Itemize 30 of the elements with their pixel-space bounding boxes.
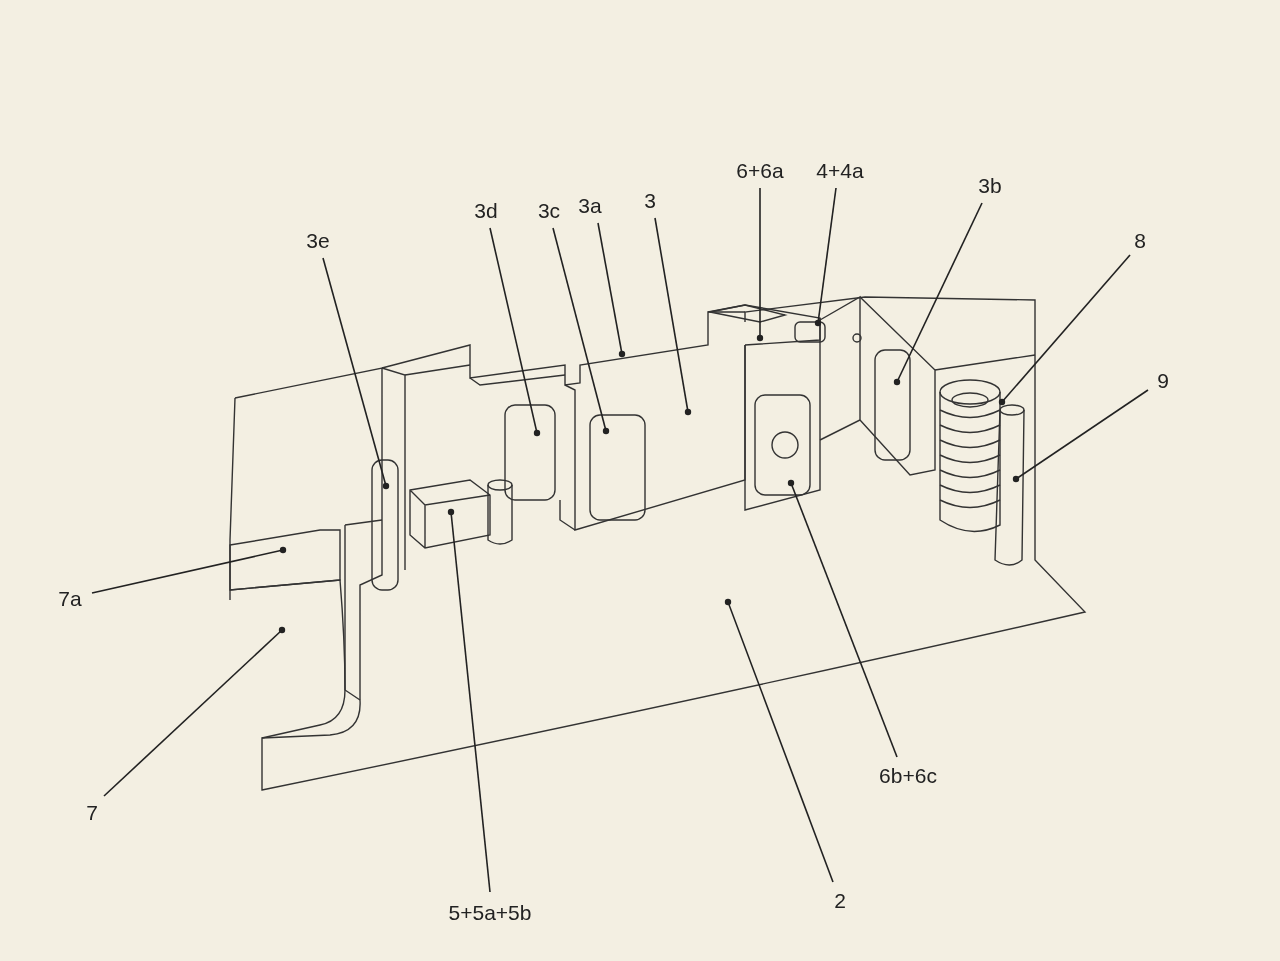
callout-number: 3d	[474, 199, 498, 221]
leader-line	[552, 227, 610, 435]
callout-number: 6b+6c	[879, 764, 937, 786]
leader-line	[787, 479, 898, 758]
callout-number: 7	[86, 801, 98, 823]
callout-number: 3	[644, 189, 656, 211]
leader-line	[814, 187, 837, 327]
leader-line	[91, 546, 287, 594]
callout-number: 3e	[306, 229, 330, 251]
leader-line	[103, 626, 286, 797]
callout-number: 5+5a+5b	[448, 901, 532, 923]
leader-line	[654, 217, 692, 416]
leader-line	[893, 202, 983, 386]
callout-number: 3a	[578, 194, 602, 216]
callout-number: 4+4a	[816, 159, 864, 181]
callout-number: 6+6a	[736, 159, 784, 181]
callout-number: 9	[1157, 369, 1169, 391]
callout-number: 3b	[978, 174, 1002, 196]
callout-number: 8	[1134, 229, 1146, 251]
callout-number: 7a	[58, 587, 82, 609]
leader-line	[597, 222, 626, 358]
leader-line	[756, 187, 764, 342]
leader-line	[1012, 389, 1149, 483]
leader-line	[447, 508, 491, 893]
leader-line	[489, 227, 541, 437]
leader-line	[724, 598, 834, 883]
leader-line	[322, 257, 390, 490]
leader-line	[998, 254, 1131, 406]
callout-number: 2	[834, 889, 846, 911]
callout-number: 3c	[537, 199, 561, 221]
